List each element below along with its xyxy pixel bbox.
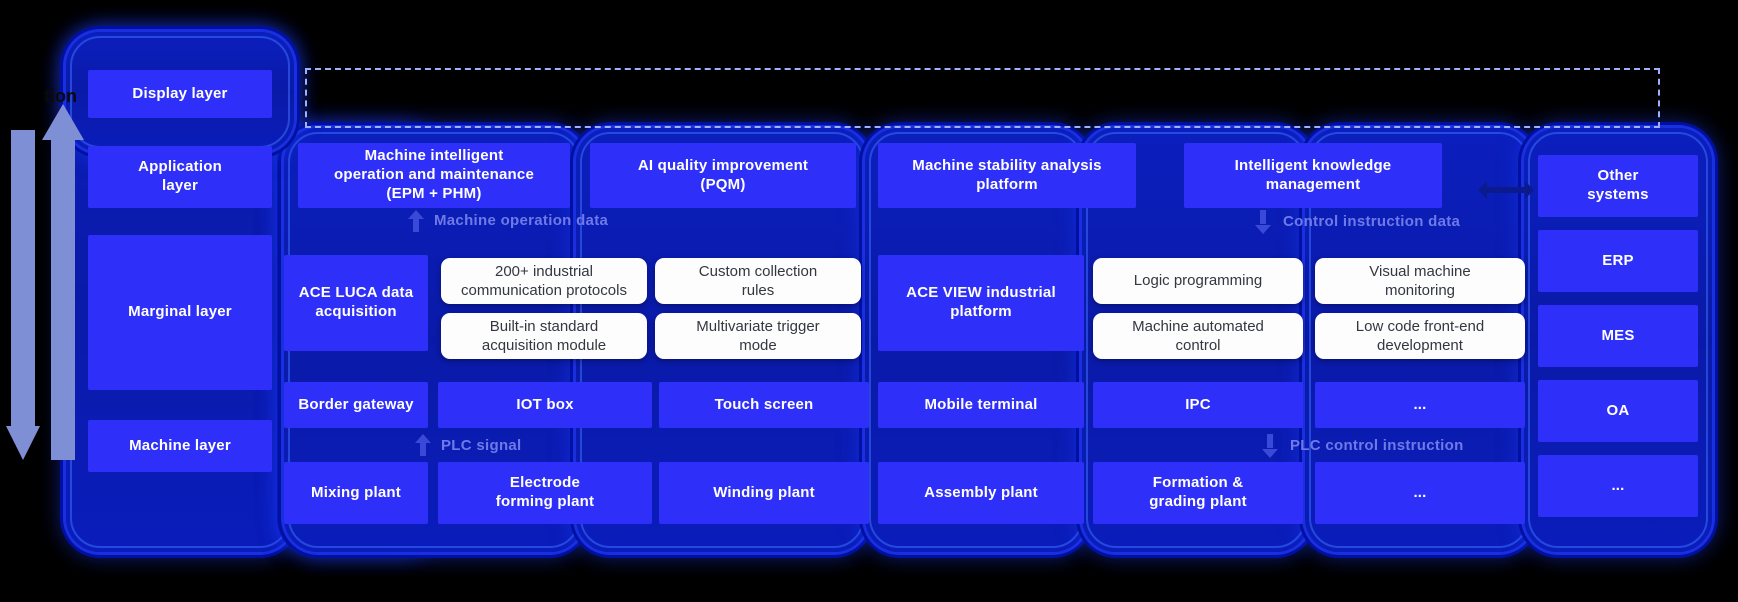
machine-chip-3[interactable]: Assembly plant — [878, 462, 1084, 524]
feature-chip-left-2[interactable]: Built-in standard acquisition module — [441, 313, 647, 359]
dashed-connector-top — [305, 68, 1660, 70]
cut-off-caption: tion — [44, 86, 77, 106]
machine-chip-2[interactable]: Winding plant — [659, 462, 869, 524]
external-chip-0[interactable]: Other systems — [1538, 155, 1698, 217]
plc-signal-arrow-icon — [415, 434, 431, 458]
external-chip-3[interactable]: OA — [1538, 380, 1698, 442]
layer-chip-display: Display layer — [88, 70, 272, 118]
app-chip-0[interactable]: Machine intelligent operation and mainte… — [298, 143, 570, 208]
layer-chip-application: Application layer — [88, 146, 272, 208]
device-chip-1[interactable]: IOT box — [438, 382, 652, 428]
external-chip-1[interactable]: ERP — [1538, 230, 1698, 292]
feature-chip-left-3[interactable]: Multivariate trigger mode — [655, 313, 861, 359]
label-machine-operation-data: Machine operation data — [434, 212, 609, 229]
machine-chip-0[interactable]: Mixing plant — [284, 462, 428, 524]
device-chip-2[interactable]: Touch screen — [659, 382, 869, 428]
app-chip-3[interactable]: Intelligent knowledge management — [1184, 143, 1442, 208]
label-plc-signal: PLC signal — [441, 437, 522, 454]
feature-chip-right-3[interactable]: Low code front-end development — [1315, 313, 1525, 359]
label-control-instruction-data: Control instruction data — [1283, 213, 1461, 230]
layer-chip-machine: Machine layer — [88, 420, 272, 472]
machine-chip-4[interactable]: Formation & grading plant — [1093, 462, 1303, 524]
bidirectional-arrow-icon — [1478, 181, 1534, 199]
external-chip-4[interactable]: ... — [1538, 455, 1698, 517]
machine-chip-5[interactable]: ... — [1315, 462, 1525, 524]
platform-chip-ace-luca[interactable]: ACE LUCA data acquisition — [284, 255, 428, 351]
device-chip-5[interactable]: ... — [1315, 382, 1525, 428]
dashed-connector-right-drop — [1658, 68, 1660, 128]
device-chip-4[interactable]: IPC — [1093, 382, 1303, 428]
device-chip-3[interactable]: Mobile terminal — [878, 382, 1084, 428]
control-instruction-data-arrow-icon — [1255, 210, 1271, 234]
app-chip-2[interactable]: Machine stability analysis platform — [878, 143, 1136, 208]
layer-chip-marginal: Marginal layer — [88, 235, 272, 390]
plc-control-instruction-arrow-icon — [1262, 434, 1278, 458]
machine-chip-1[interactable]: Electrode forming plant — [438, 462, 652, 524]
feature-chip-right-0[interactable]: Logic programming — [1093, 258, 1303, 304]
feature-chip-left-0[interactable]: 200+ industrial communication protocols — [441, 258, 647, 304]
external-chip-2[interactable]: MES — [1538, 305, 1698, 367]
feature-chip-left-1[interactable]: Custom collection rules — [655, 258, 861, 304]
dashed-connector-bottom — [305, 126, 1660, 128]
machine-operation-data-arrow-icon — [408, 210, 424, 234]
platform-chip-ace-view[interactable]: ACE VIEW industrial platform — [878, 255, 1084, 351]
device-chip-0[interactable]: Border gateway — [284, 382, 428, 428]
downward-flow-arrow — [6, 130, 40, 460]
upward-flow-arrow — [42, 100, 84, 460]
feature-chip-right-2[interactable]: Machine automated control — [1093, 313, 1303, 359]
dashed-connector-left-drop — [305, 68, 307, 128]
feature-chip-right-1[interactable]: Visual machine monitoring — [1315, 258, 1525, 304]
label-plc-control-instruction: PLC control instruction — [1290, 437, 1464, 454]
app-chip-1[interactable]: AI quality improvement (PQM) — [590, 143, 856, 208]
